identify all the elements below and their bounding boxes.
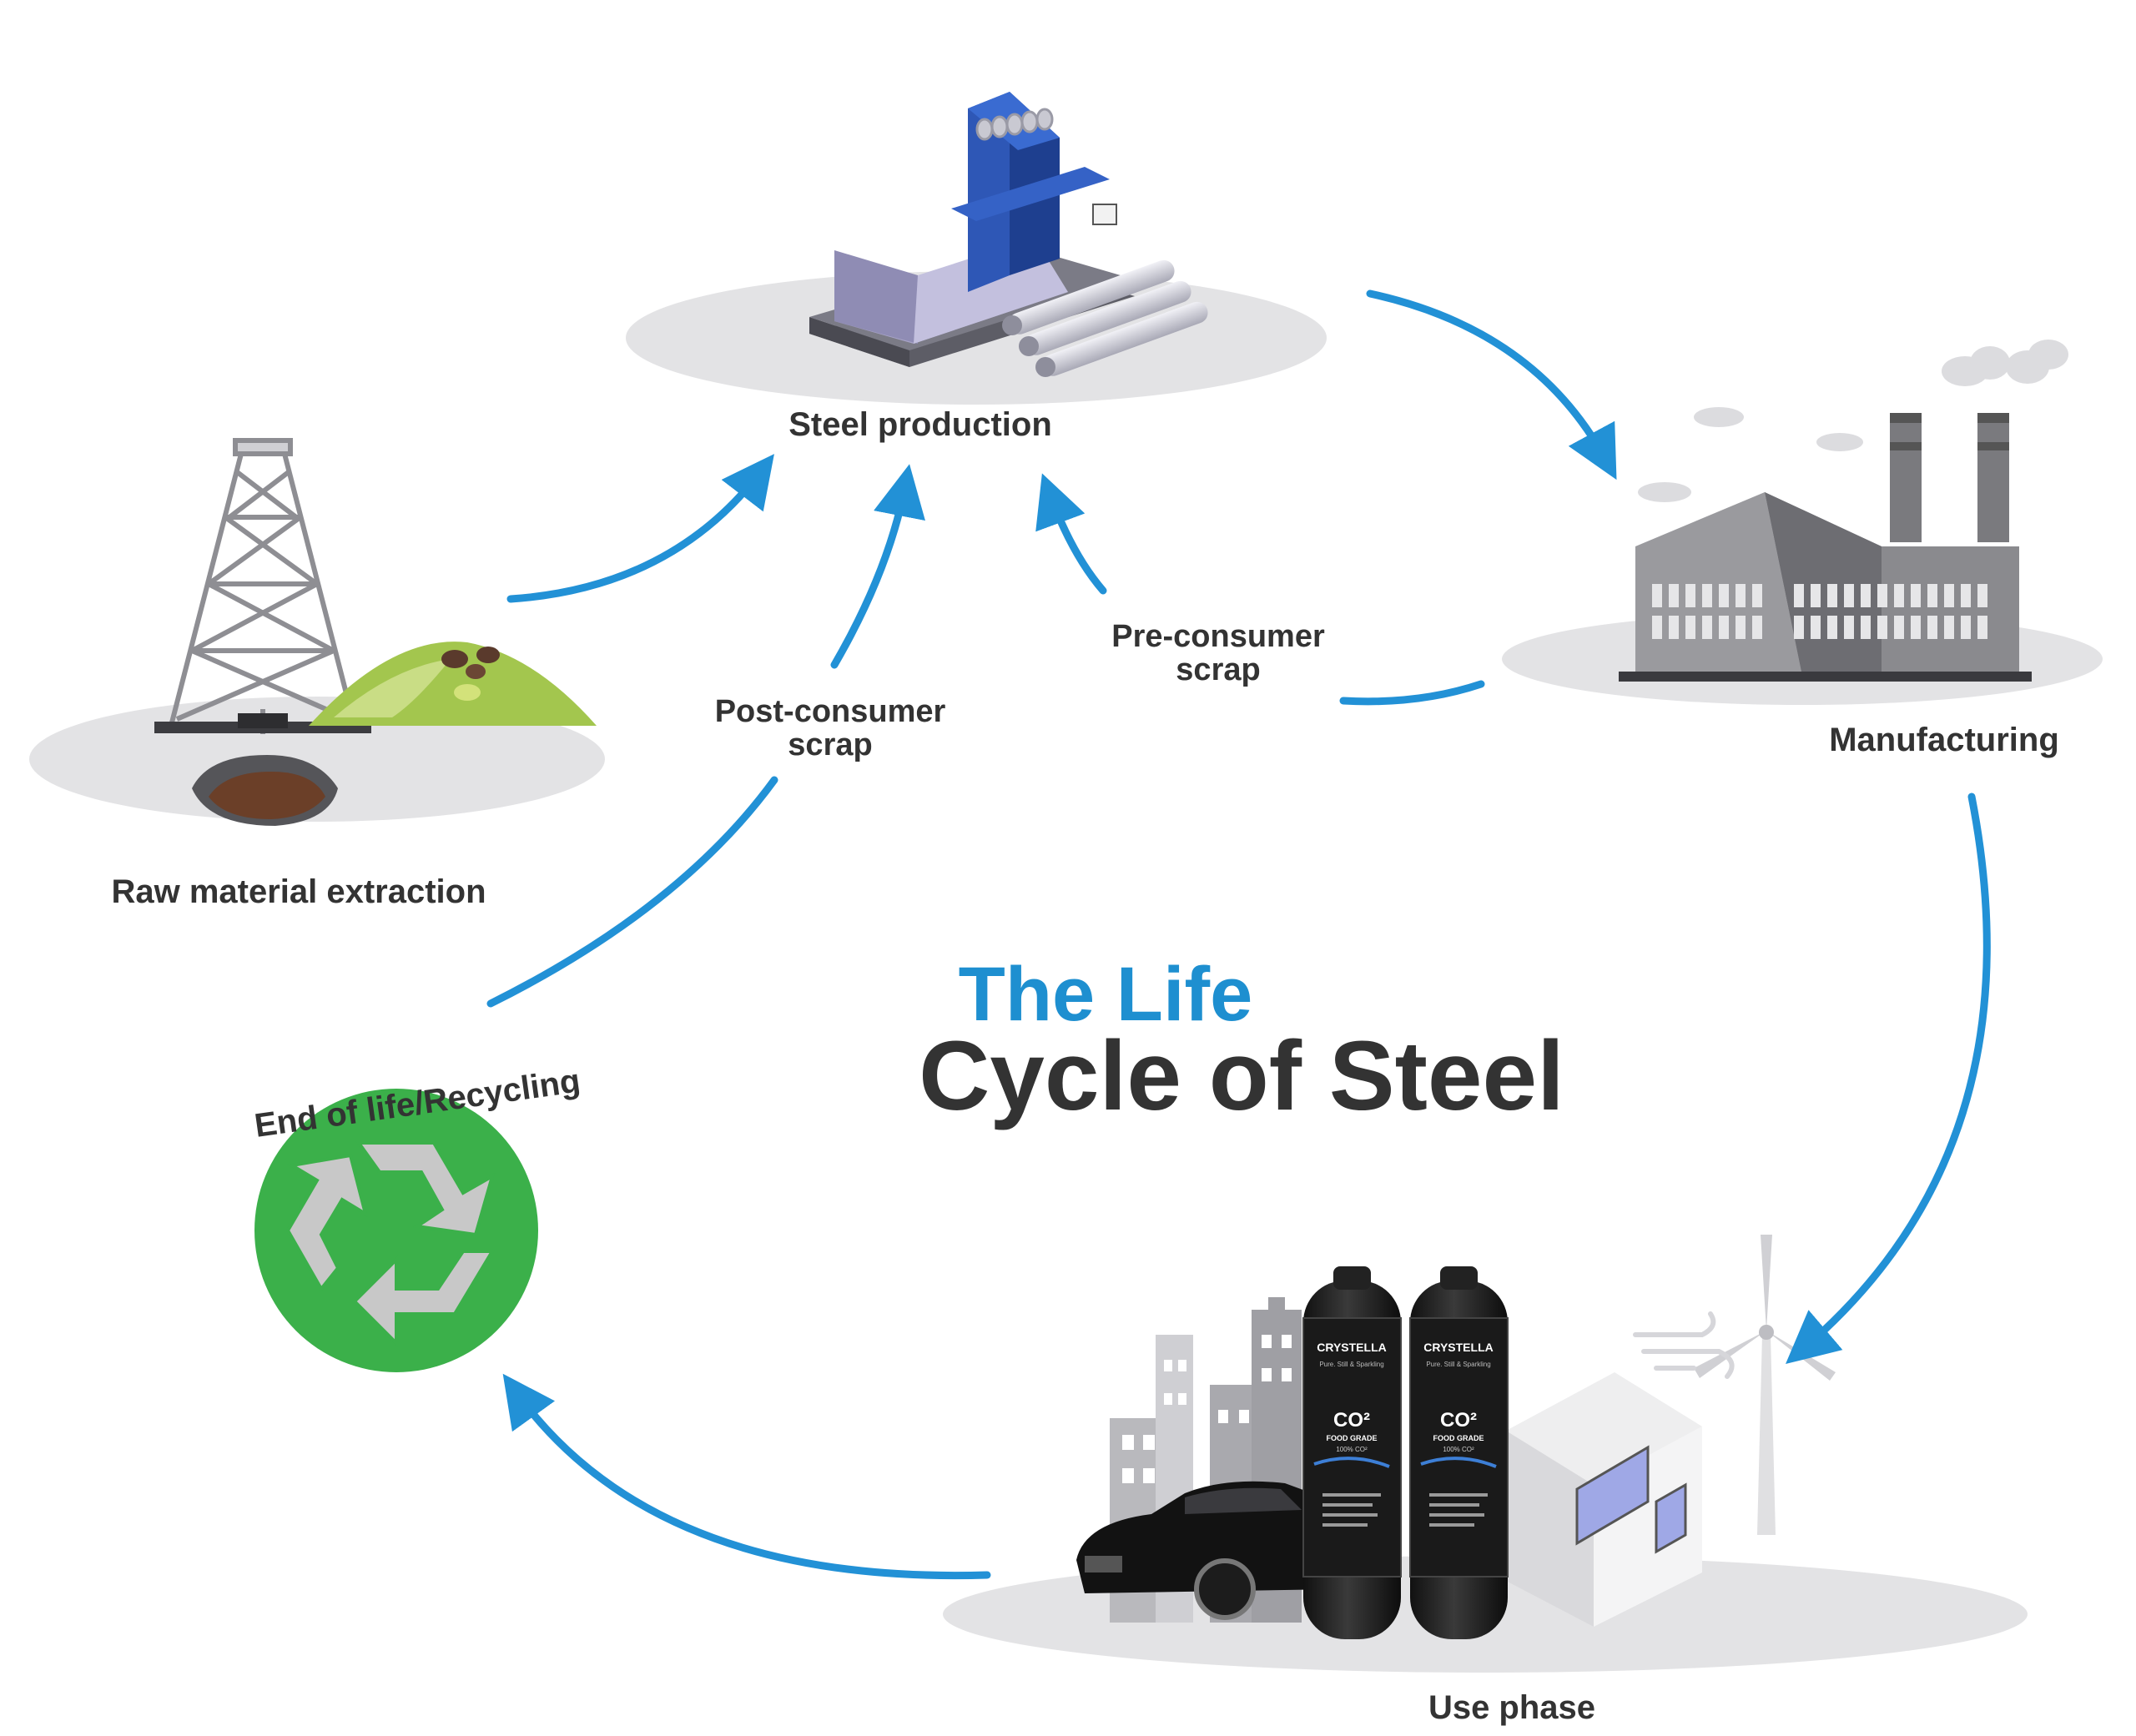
arrow-post-consumer-upper xyxy=(830,464,925,669)
cylinder-1-gas: CO² xyxy=(1333,1409,1370,1432)
cylinder-1-brand: CRYSTELLA xyxy=(1317,1341,1386,1354)
house-icon xyxy=(1506,1372,1702,1627)
cylinder-2-purity: 100% CO² xyxy=(1443,1446,1474,1453)
arrow-post-consumer-scrap xyxy=(486,776,778,1008)
wind-gust-icon xyxy=(1633,1311,1735,1379)
dirt-mound xyxy=(309,642,597,726)
recycle-icon xyxy=(254,1089,538,1372)
label-pre-consumer-line2: scrap xyxy=(1176,652,1260,687)
label-manufacturing: Manufacturing xyxy=(1829,722,2059,758)
cylinder-1-tagline: Pure. Still & Sparkling xyxy=(1319,1361,1383,1368)
wind-turbine-icon xyxy=(1694,1235,1836,1535)
oil-derrick-icon xyxy=(169,438,357,734)
arrow-pre-consumer-scrap xyxy=(1339,680,1485,706)
arrow-raw-to-steel xyxy=(506,454,774,603)
cylinder-2-grade: FOOD GRADE xyxy=(1433,1434,1484,1442)
factory-icon xyxy=(1619,340,2068,682)
label-raw-material-extraction: Raw material extraction xyxy=(111,873,486,910)
arrow-steel-to-manufacturing xyxy=(1366,289,1617,481)
cylinder-1-grade: FOOD GRADE xyxy=(1326,1434,1377,1442)
car-icon xyxy=(1076,1481,1335,1620)
label-post-consumer-line2: scrap xyxy=(788,727,872,762)
arrow-use-to-recycling xyxy=(502,1373,991,1580)
cylinder-2-tagline: Pure. Still & Sparkling xyxy=(1426,1361,1490,1368)
ore-pit xyxy=(192,755,338,826)
derrick-pad xyxy=(238,713,288,728)
label-post-consumer-line1: Post-consumer xyxy=(715,694,946,729)
steel-mill-icon xyxy=(809,92,1208,377)
title-line-2: Cycle of Steel xyxy=(919,1021,1564,1131)
cylinder-2-gas: CO² xyxy=(1440,1409,1477,1432)
co2-cylinder-icon: CRYSTELLA Pure. Still & Sparkling CO² FO… xyxy=(1302,1266,1509,1639)
cylinder-2-brand: CRYSTELLA xyxy=(1423,1341,1493,1354)
cycle-arrows xyxy=(486,289,1991,1580)
title-line-1: The Life xyxy=(959,952,1253,1037)
arrow-manufacturing-to-use xyxy=(1786,793,1991,1365)
arrow-pre-consumer-upper xyxy=(1035,473,1107,595)
label-pre-consumer-line1: Pre-consumer xyxy=(1111,619,1325,654)
label-use-phase: Use phase xyxy=(1428,1689,1595,1726)
label-steel-production: Steel production xyxy=(788,406,1052,443)
cylinder-1-purity: 100% CO² xyxy=(1336,1446,1368,1453)
